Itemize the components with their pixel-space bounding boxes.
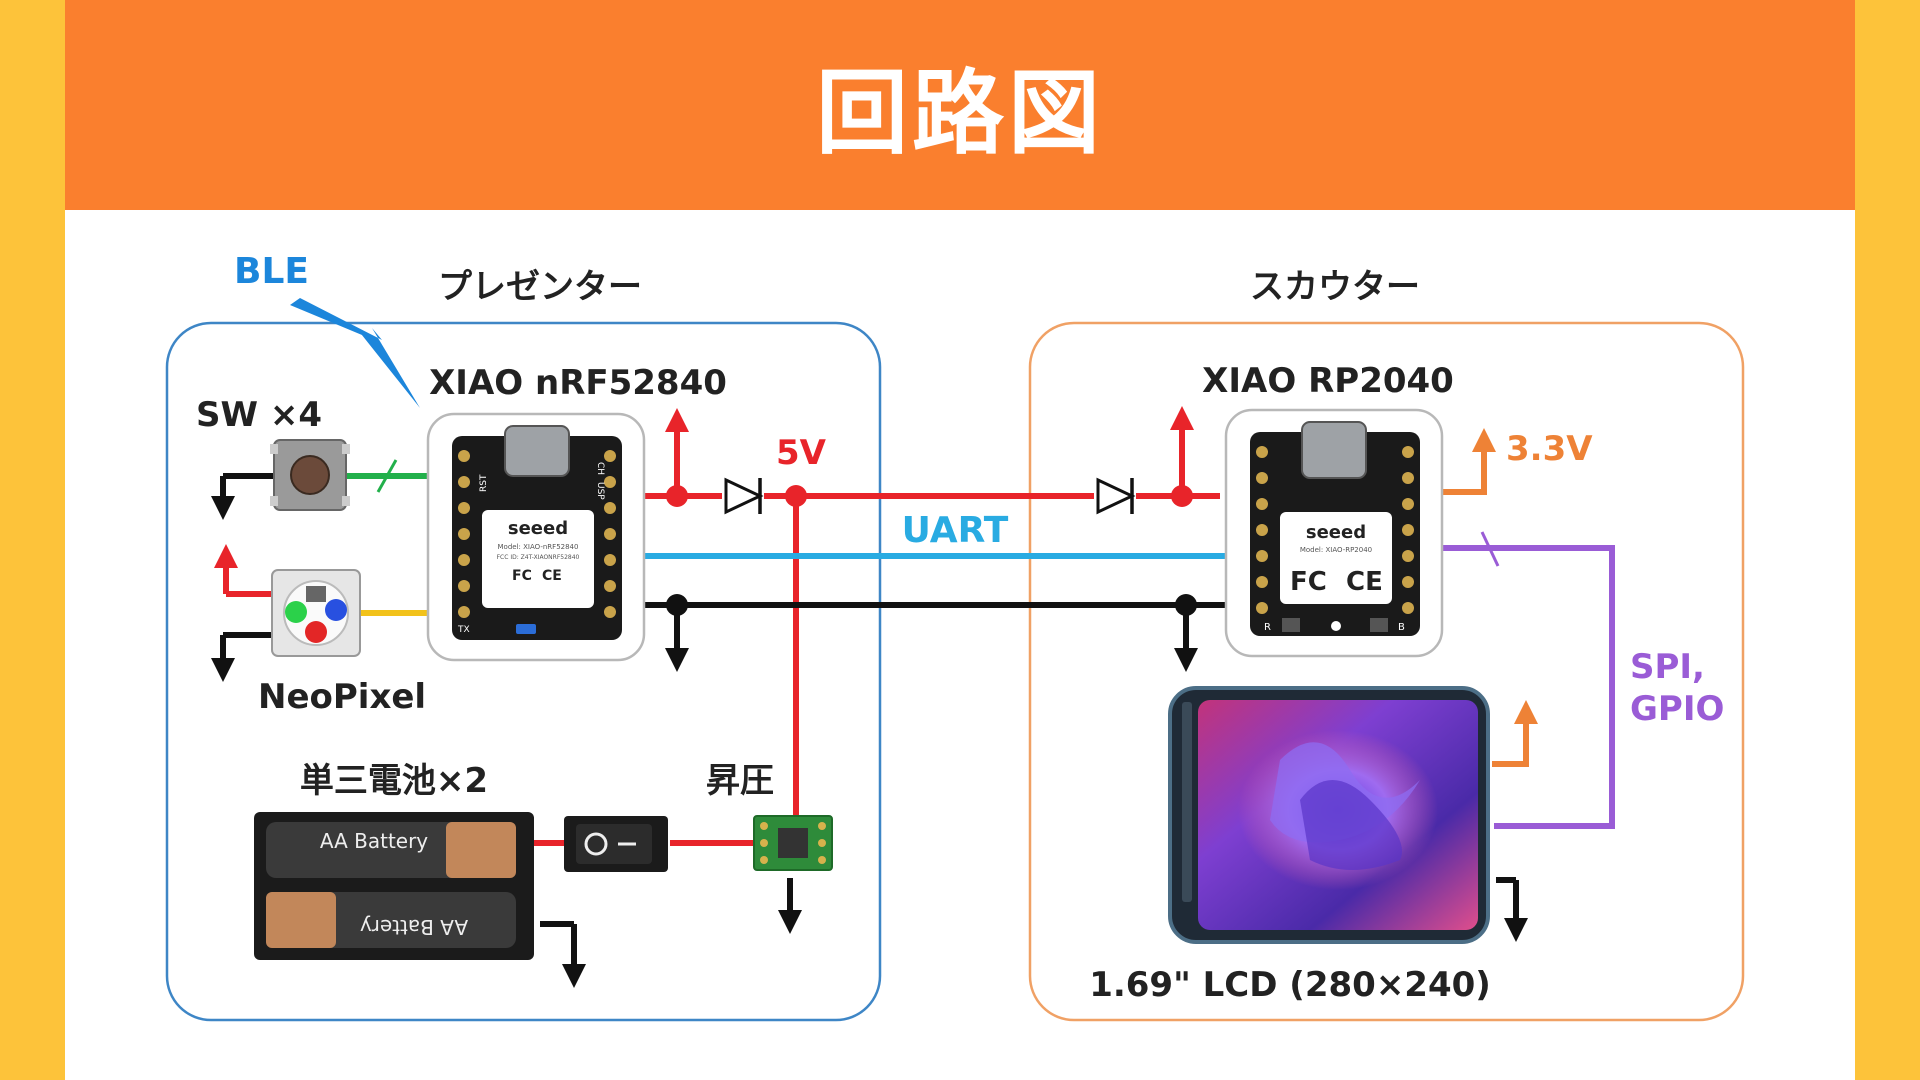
rp-seeed-logo: seeed	[1306, 522, 1366, 543]
label-5v: 5V	[776, 433, 827, 473]
rp-pin-r: R	[1264, 622, 1271, 633]
junction-5v-right	[1171, 485, 1193, 507]
junction-gnd-right	[1175, 594, 1197, 616]
battery-label: 単三電池×2	[300, 761, 488, 801]
label-spi: SPI,	[1630, 647, 1705, 687]
page-title: 回路図	[815, 59, 1104, 167]
battery-top-text: AA Battery	[320, 829, 428, 853]
xiao-rp2040-board: seeed Model: XIAO-RP2040 FC CE R B	[1224, 408, 1444, 658]
label-3v3: 3.3V	[1506, 429, 1593, 469]
battery-bottom-text: AA Battery	[360, 915, 468, 939]
ble-lightning-icon	[290, 298, 420, 408]
nrf-seeed-logo: seeed	[508, 518, 568, 539]
nrf-pin-ch: CH	[595, 462, 605, 475]
switch-label: SW ×4	[196, 395, 322, 435]
wire-ground	[211, 473, 1528, 988]
junction-5v-left	[666, 485, 688, 507]
ble-label: BLE	[234, 251, 309, 292]
xiao-nrf52840-board: seeed Model: XIAO-nRF52840 FCC ID: Z4T-X…	[426, 412, 646, 662]
rp-ce-mark: CE	[1346, 567, 1383, 597]
nrf-fc-mark: FC	[512, 568, 532, 584]
neopixel-label: NeoPixel	[258, 677, 426, 717]
nrf-pin-tx: TX	[457, 625, 470, 635]
lcd-label: 1.69" LCD (280×240)	[1089, 965, 1491, 1005]
tactile-switch	[270, 439, 350, 511]
booster-label: 昇圧	[706, 761, 774, 801]
nrf-model-text: Model: XIAO-nRF52840	[498, 543, 579, 551]
nrf-fcc-text: FCC ID: Z4T-XIAONRF52840	[497, 554, 580, 561]
xiao-nrf52840-label: XIAO nRF52840	[429, 363, 727, 403]
scouter-label: スカウター	[1250, 267, 1420, 307]
nrf-pin-usp: USP	[595, 482, 605, 500]
scouter-box	[1028, 321, 1745, 1022]
wire-spi	[1442, 531, 1615, 829]
booster-module	[753, 815, 833, 871]
power-switch	[564, 816, 668, 872]
neopixel-led	[271, 569, 361, 657]
diode-left-icon	[722, 477, 764, 515]
wire-switch	[345, 459, 432, 493]
label-gpio: GPIO	[1630, 689, 1724, 729]
rp-model-text: Model: XIAO-RP2040	[1300, 546, 1372, 554]
nrf-ce-mark: CE	[542, 568, 562, 584]
title-banner: 回路図	[65, 0, 1855, 210]
nrf-pin-rst: RST	[479, 474, 489, 492]
presenter-box	[165, 321, 882, 1022]
lcd-display	[1168, 686, 1490, 944]
battery-holder: AA Battery AA Battery	[254, 812, 534, 960]
rp-pin-b: B	[1398, 622, 1405, 633]
label-uart: UART	[902, 510, 1009, 551]
xiao-rp2040-label: XIAO RP2040	[1202, 361, 1454, 401]
presenter-label: プレゼンター	[438, 267, 642, 307]
junction-gnd-left	[666, 594, 688, 616]
diode-right-icon	[1094, 477, 1136, 515]
junction-5v-mid	[785, 485, 807, 507]
wire-3v3	[1442, 428, 1538, 767]
rp-fc-mark: FC	[1290, 567, 1327, 597]
